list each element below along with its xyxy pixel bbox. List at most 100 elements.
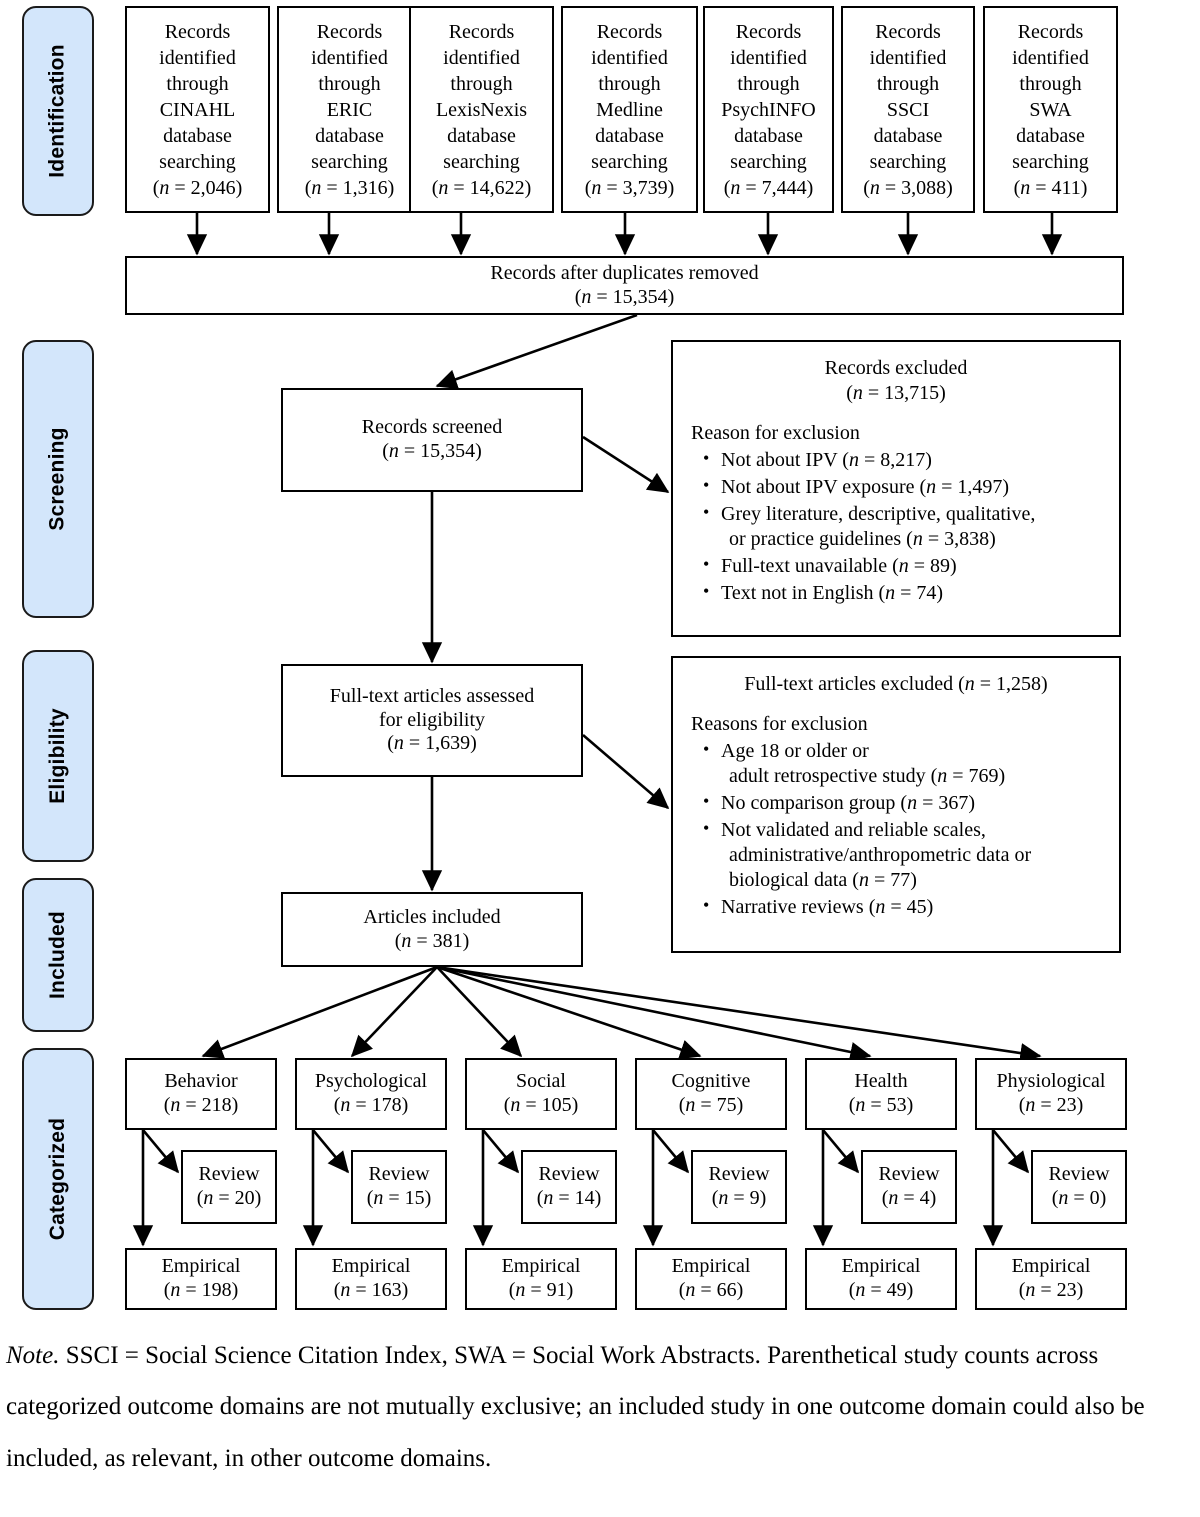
domain-name: Cognitive [671, 1070, 751, 1093]
empirical-label: Empirical [1011, 1255, 1091, 1278]
db-count: (n = 14,622) [431, 176, 532, 199]
stage-rail-included: Included [22, 878, 94, 1032]
db-line-6: searching [443, 150, 520, 173]
stage-label-included: Included [46, 911, 70, 999]
db-name: SSCI [886, 98, 930, 121]
fulltext-excluded-title: Full-text articles excluded (n = 1,258) [744, 673, 1048, 695]
reason-item: Text not in English (n = 74) [699, 580, 1107, 606]
domain-name: Health [854, 1070, 908, 1093]
db-line-5: database [734, 124, 803, 147]
reason-text: No comparison group (n = 367) [721, 791, 976, 814]
db-line-1: Records [735, 20, 802, 43]
empirical-count: (n = 23) [1018, 1279, 1084, 1301]
reason-text-continued: adult retrospective study (n = 769) [729, 764, 1006, 787]
db-line-1: Records [596, 20, 663, 43]
db-line-1: Records [316, 20, 383, 43]
duplicates-removed-box: Records after duplicates removed (n = 15… [125, 256, 1124, 315]
db-count: (n = 7,444) [723, 176, 814, 199]
db-line-5: database [315, 124, 384, 147]
empirical-count: (n = 49) [848, 1279, 914, 1301]
db-line-3: through [450, 72, 513, 95]
reason-item: Narrative reviews (n = 45) [699, 894, 1107, 920]
db-line-1: Records [875, 20, 941, 43]
review-count: (n = 20) [196, 1187, 262, 1209]
duplicates-count: (n = 15,354) [574, 285, 675, 308]
domain-count: (n = 23) [1018, 1094, 1084, 1116]
fulltext-assessed-count: (n = 1,639) [387, 732, 477, 755]
reason-text: Not about IPV (n = 8,217) [721, 448, 932, 471]
empirical-count: (n = 198) [163, 1279, 239, 1301]
db-line-5: database [163, 124, 232, 147]
db-line-6: searching [159, 150, 236, 173]
review-box-health: Review (n = 4) [861, 1150, 957, 1224]
empirical-count: (n = 66) [678, 1279, 744, 1301]
db-name: CINAHL [159, 98, 236, 121]
records-excluded-count: (n = 13,715) [846, 382, 946, 404]
empirical-box-physiological: Empirical (n = 23) [975, 1248, 1127, 1310]
domain-count: (n = 53) [848, 1094, 914, 1116]
db-name: PsychINFO [721, 98, 816, 121]
empirical-box-social: Empirical (n = 91) [465, 1248, 617, 1310]
db-line-2: identified [1012, 46, 1089, 69]
db-line-5: database [447, 124, 516, 147]
stage-label-categorized: Categorized [46, 1117, 70, 1241]
domain-box-cognitive: Cognitive (n = 75) [635, 1058, 787, 1130]
db-line-3: through [598, 72, 661, 95]
domain-count: (n = 218) [163, 1094, 239, 1116]
reason-item: Not validated and reliable scales, admin… [699, 817, 1107, 893]
review-count: (n = 9) [711, 1187, 767, 1209]
db-name: LexisNexis [435, 98, 528, 121]
review-label: Review [198, 1163, 260, 1186]
reason-text: Text not in English (n = 74) [721, 581, 944, 604]
db-line-1: Records [1017, 20, 1084, 43]
db-line-3: through [876, 72, 940, 95]
db-line-6: searching [1012, 150, 1089, 173]
domain-name: Behavior [164, 1070, 238, 1093]
records-screened-count: (n = 15,354) [382, 440, 482, 462]
empirical-count: (n = 163) [333, 1279, 409, 1301]
records-screened-box: Records screened (n = 15,354) [281, 388, 583, 492]
reason-text: Narrative reviews (n = 45) [721, 895, 934, 918]
domain-count: (n = 75) [678, 1094, 744, 1116]
review-box-cognitive: Review (n = 9) [691, 1150, 787, 1224]
reason-item: Not about IPV exposure (n = 1,497) [699, 474, 1107, 500]
reason-item: No comparison group (n = 367) [699, 790, 1107, 816]
reason-item: Grey literature, descriptive, qualitativ… [699, 501, 1107, 552]
records-excluded-title: Records excluded [824, 357, 968, 379]
database-box-ssci: Records identified through SSCI database… [841, 6, 975, 213]
fulltext-excluded-reason-list: Age 18 or older or adult retrospective s… [681, 738, 1111, 922]
fulltext-excluded-reason-heading: Reasons for exclusion [691, 713, 868, 735]
empirical-box-psychological: Empirical (n = 163) [295, 1248, 447, 1310]
db-count: (n = 3,088) [863, 176, 953, 199]
db-line-6: searching [869, 150, 947, 173]
domain-name: Social [516, 1070, 566, 1093]
stage-rail-screening: Screening [22, 340, 94, 618]
domain-box-health: Health (n = 53) [805, 1058, 957, 1130]
stage-rail-identification: Identification [22, 6, 94, 216]
reason-text: Full-text unavailable (n = 89) [721, 554, 957, 577]
db-count: (n = 2,046) [152, 176, 243, 199]
db-line-2: identified [443, 46, 520, 69]
db-line-3: through [318, 72, 381, 95]
db-line-6: searching [311, 150, 388, 173]
reason-text: Grey literature, descriptive, qualitativ… [721, 502, 1036, 525]
review-label: Review [368, 1163, 430, 1186]
review-label: Review [708, 1163, 770, 1186]
reason-text: Age 18 or older or [721, 739, 869, 762]
fulltext-assessed-line-1: Full-text articles assessed [329, 685, 535, 708]
db-line-6: searching [591, 150, 668, 173]
db-line-5: database [873, 124, 943, 147]
figure-note: Note. SSCI = Social Science Citation Ind… [6, 1330, 1191, 1484]
empirical-label: Empirical [841, 1255, 921, 1278]
empirical-box-health: Empirical (n = 49) [805, 1248, 957, 1310]
records-excluded-header: Records excluded (n = 13,715) [681, 356, 1111, 406]
domain-box-psychological: Psychological (n = 178) [295, 1058, 447, 1130]
db-count: (n = 3,739) [584, 176, 675, 199]
review-label: Review [878, 1163, 940, 1186]
db-line-5: database [1016, 124, 1085, 147]
stage-rail-eligibility: Eligibility [22, 650, 94, 862]
review-box-psychological: Review (n = 15) [351, 1150, 447, 1224]
review-box-physiological: Review (n = 0) [1031, 1150, 1127, 1224]
domain-box-behavior: Behavior (n = 218) [125, 1058, 277, 1130]
